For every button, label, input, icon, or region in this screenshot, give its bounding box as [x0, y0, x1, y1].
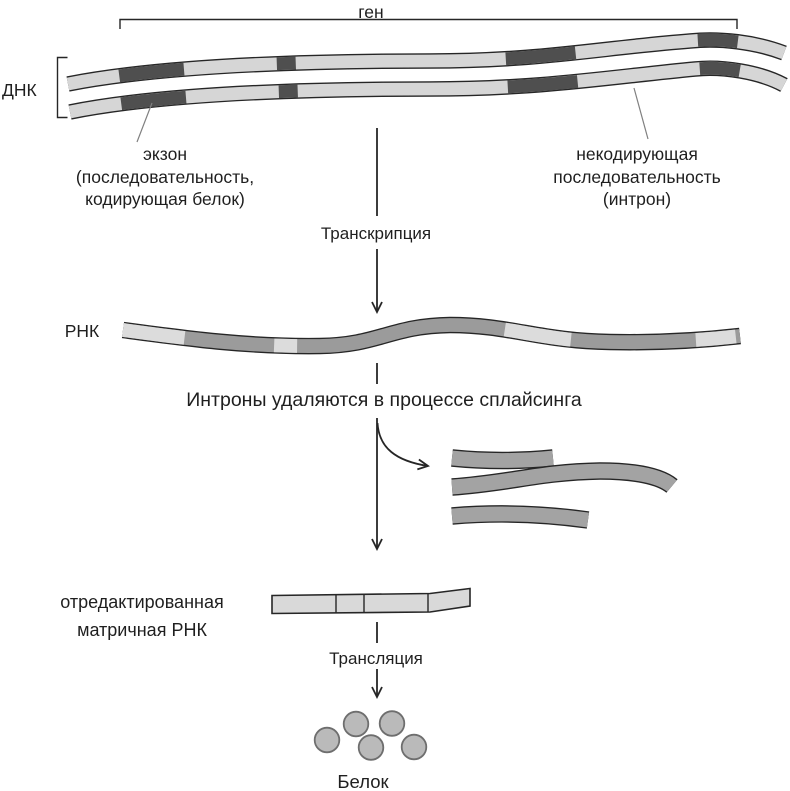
- rna-strand: [121, 316, 741, 355]
- intron-label: некодирующая последовательность (интрон): [553, 143, 721, 211]
- rna-body: [122, 318, 741, 353]
- dna-bracket: [56, 56, 68, 119]
- removed-intron-piece-3: [451, 505, 590, 529]
- intron-leader-line: [633, 87, 649, 140]
- protein-circle-3: [378, 710, 406, 737]
- exon-label-line-2: (последовательность,: [75, 166, 255, 187]
- splice-branch-arrow: [376, 422, 429, 466]
- edited-mrna-label-line-1: отредактированная: [60, 592, 224, 612]
- exon-label-line-1: экзон: [142, 144, 187, 164]
- dna-strand-top: [66, 32, 787, 92]
- protein-circle-5: [400, 733, 428, 761]
- protein-circle-2: [342, 710, 370, 738]
- intron-label-line-2: последовательность: [553, 166, 721, 187]
- transcription-label: Транскрипция: [320, 224, 432, 243]
- exon-leader-line: [136, 102, 153, 143]
- removed-intron-piece-1: [451, 449, 554, 470]
- exon-label-line-3: кодирующая белок): [85, 189, 245, 209]
- splicing-caption: Интроны удаляются в процессе сплайсинга: [186, 389, 582, 411]
- rna-label: РНК: [64, 321, 100, 341]
- dna-bottom-introns: [68, 61, 788, 119]
- protein-circles: [313, 710, 428, 761]
- edited-mrna-label-line-2: матричная РНК: [77, 619, 207, 640]
- removed-intron-piece-2: [451, 462, 678, 496]
- edited-mrna-label: отредактированная матричная РНК: [60, 589, 223, 644]
- protein-label: Белок: [337, 771, 389, 791]
- protein-circle-1: [313, 726, 341, 754]
- intron-label-line-3: (интрон): [602, 189, 672, 209]
- gene-label: ген: [358, 2, 384, 22]
- edited-mrna-bar: [271, 587, 471, 615]
- translation-label: Трансляция: [329, 649, 423, 668]
- dna-strand-bottom: [68, 60, 788, 120]
- dna-label: ДНК: [2, 80, 37, 100]
- dna-top-introns: [66, 33, 787, 91]
- protein-circle-4: [357, 734, 385, 761]
- gene-bracket: [119, 18, 738, 29]
- intron-label-line-1: некодирующая: [576, 144, 698, 164]
- exon-label: экзон (последовательность, кодирующая бе…: [76, 143, 254, 211]
